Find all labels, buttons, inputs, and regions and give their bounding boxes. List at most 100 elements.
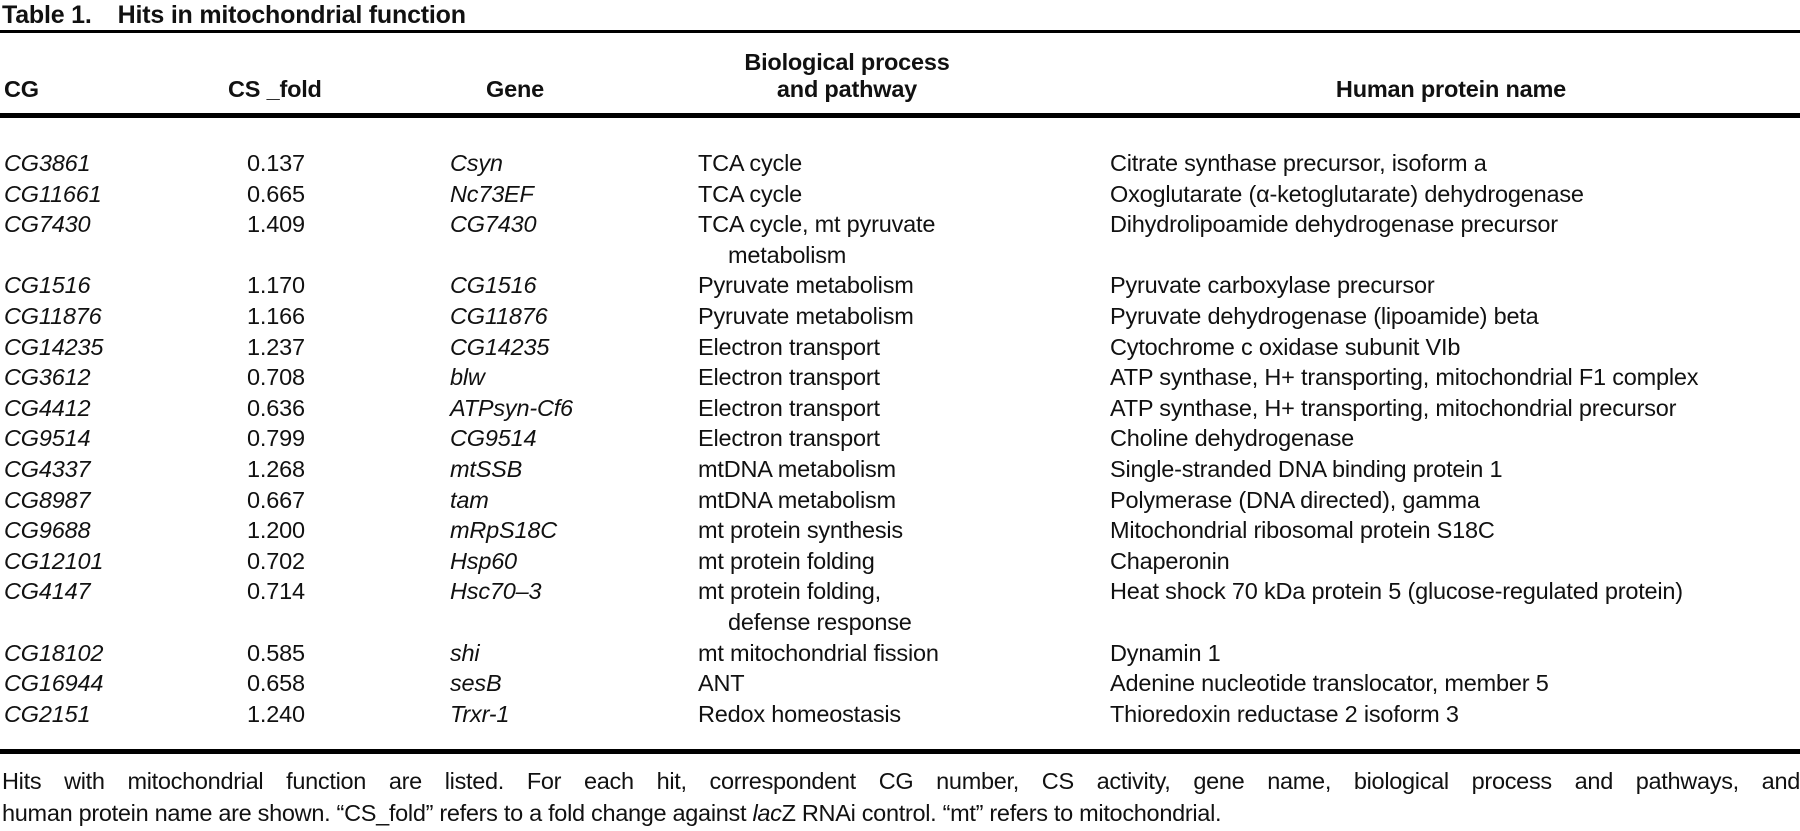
row-process: TCA cycle — [698, 150, 802, 176]
row-cg: CG9688 — [4, 517, 91, 544]
row-protein: Dynamin 1 — [1110, 639, 1221, 666]
table-title: Table 1.Hits in mitochondrial function — [0, 0, 1800, 30]
row-protein: Pyruvate dehydrogenase (lipoamide) beta — [1110, 302, 1539, 329]
row-process: Pyruvate metabolism — [698, 272, 914, 299]
row-process: mt protein folding — [698, 547, 875, 574]
table-row: CG3861 0.137 Csyn TCA cycle Citrate synthase… — [0, 148, 1800, 179]
row-gene: Trxr-1 — [450, 700, 510, 727]
row-cs-fold: 0.667 — [247, 486, 305, 513]
row-process: Redox homeostasis — [698, 700, 901, 727]
row-gene: CG7430 — [450, 211, 537, 238]
row-cg: CG9514 — [4, 425, 91, 452]
row-cs-fold: 1.237 — [247, 333, 305, 360]
row-cg: CG1516 — [4, 272, 91, 299]
row-cs-fold: 1.409 — [247, 211, 305, 238]
row-cg: CG7430 — [4, 211, 91, 238]
row-process: mt mitochondrial fission — [698, 639, 939, 666]
row-protein: Polymerase (DNA directed), gamma — [1110, 486, 1480, 513]
row-cs-fold: 1.200 — [247, 517, 305, 544]
row-protein: Thioredoxin reductase 2 isoform 3 — [1110, 700, 1459, 727]
row-process: Electron transport — [698, 425, 880, 452]
row-cg: CG8987 — [4, 486, 91, 513]
row-gene: shi — [450, 639, 480, 666]
footnote-line2: human protein name are shown. “CS_fold” … — [2, 797, 1800, 829]
row-gene: tam — [450, 486, 489, 513]
row-protein: Adenine nucleotide translocator, member … — [1110, 670, 1549, 697]
row-protein: Heat shock 70 kDa protein 5 (glucose-reg… — [1110, 578, 1683, 605]
header-gene: Gene — [486, 76, 544, 102]
row-cg: CG4337 — [4, 455, 91, 482]
row-process-line2: defense response — [728, 608, 912, 635]
footnote-line2-pre: human protein name are shown. “CS_fold” … — [2, 800, 753, 827]
footnote-line2-post: Z RNAi control. “mt” refers to mitochond… — [781, 800, 1222, 827]
row-protein: Mitochondrial ribosomal protein S18C — [1110, 517, 1495, 544]
table-row: CG4147 0.714 Hsc70–3 mt protein folding,def… — [0, 576, 1800, 637]
row-gene: mRpS18C — [450, 517, 558, 544]
row-gene: CG11876 — [450, 302, 548, 329]
header-process: Biological process and pathway — [692, 49, 1002, 103]
header-cs-fold: CS _fold — [228, 76, 322, 102]
row-protein: ATP synthase, H+ transporting, mitochond… — [1110, 394, 1677, 421]
header-process-line1: Biological process — [744, 49, 950, 75]
footnote-line1: Hits with mitochondrial function are lis… — [2, 768, 1800, 795]
row-gene: blw — [450, 364, 485, 391]
row-protein: Single-stranded DNA binding protein 1 — [1110, 455, 1503, 482]
header-cg: CG — [4, 76, 39, 102]
row-cs-fold: 0.799 — [247, 425, 305, 452]
table-row: CG4412 0.636 ATPsyn-Cf6 Electron transport A… — [0, 393, 1800, 424]
row-protein: Choline dehydrogenase — [1110, 425, 1355, 452]
table-header-row: CG CS _fold Gene Biological process and … — [0, 33, 1800, 113]
row-cs-fold: 0.636 — [247, 394, 305, 421]
row-process: TCA cycle — [698, 180, 802, 207]
row-gene: CG9514 — [450, 425, 537, 452]
row-cs-fold: 0.137 — [247, 150, 305, 176]
row-cg: CG18102 — [4, 639, 104, 666]
row-gene: Csyn — [450, 150, 503, 176]
row-process: Pyruvate metabolism — [698, 302, 914, 329]
header-process-line2: and pathway — [776, 76, 918, 102]
row-cs-fold: 0.665 — [247, 180, 305, 207]
row-gene: Hsc70–3 — [450, 578, 542, 605]
row-cg: CG12101 — [4, 547, 104, 574]
row-process: Electron transport — [698, 394, 880, 421]
row-gene: Nc73EF — [450, 180, 534, 207]
row-gene: ATPsyn-Cf6 — [450, 394, 573, 421]
row-cg: CG3612 — [4, 364, 91, 391]
row-gene: CG1516 — [450, 272, 537, 299]
row-cg: CG14235 — [4, 333, 104, 360]
row-cs-fold: 0.714 — [247, 578, 305, 605]
row-process: mtDNA metabolism — [698, 455, 896, 482]
row-process: Electron transport — [698, 364, 880, 391]
row-cg: CG2151 — [4, 700, 91, 727]
row-cg: CG3861 — [4, 150, 91, 176]
header-rule — [0, 113, 1800, 118]
row-protein: ATP synthase, H+ transporting, mitochond… — [1110, 364, 1699, 391]
row-protein: Oxoglutarate (α-ketoglutarate) dehydroge… — [1110, 180, 1584, 207]
row-cs-fold: 1.268 — [247, 455, 305, 482]
row-process: mt protein folding,defense response — [692, 576, 1102, 637]
row-cg: CG4412 — [4, 394, 91, 421]
row-cs-fold: 0.585 — [247, 639, 305, 666]
header-protein: Human protein name — [1335, 76, 1567, 102]
row-protein: Citrate synthase precursor, isoform a — [1110, 150, 1487, 176]
row-cg: CG16944 — [4, 670, 104, 697]
row-cs-fold: 0.702 — [247, 547, 305, 574]
row-gene: Hsp60 — [450, 547, 517, 574]
table-caption: Hits in mitochondrial function — [117, 1, 466, 29]
title-rule — [0, 30, 1800, 33]
bottom-rule — [0, 749, 1800, 755]
row-cg: CG4147 — [4, 578, 91, 605]
